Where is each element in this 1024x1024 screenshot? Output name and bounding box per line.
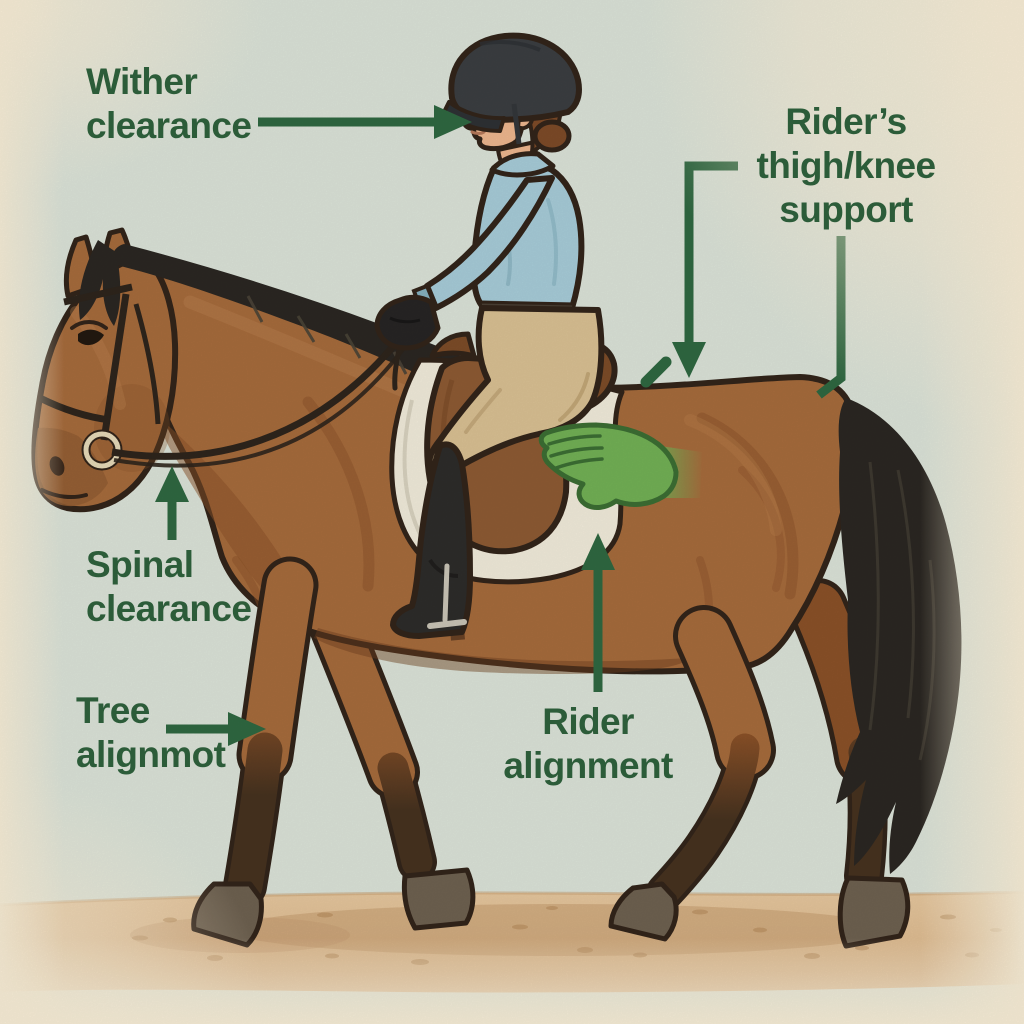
label-line: alignmot xyxy=(76,734,226,775)
label-line: clearance xyxy=(86,588,252,629)
label-riders-thigh-knee-support: Rider’s thigh/knee support xyxy=(722,100,970,232)
label-line: Tree xyxy=(76,690,150,731)
label-line: Rider’s xyxy=(785,101,907,142)
label-line: Spinal xyxy=(86,544,194,585)
label-line: clearance xyxy=(86,105,252,146)
label-line: support xyxy=(779,189,913,230)
label-spinal-clearance: Spinal clearance xyxy=(86,543,252,631)
label-line: Wither xyxy=(86,61,198,102)
label-line: thigh/knee xyxy=(756,145,936,186)
label-rider-alignment: Rider alignment xyxy=(482,700,694,788)
label-tree-alignment: Tree alignmot xyxy=(76,689,226,777)
label-line: Rider xyxy=(542,701,634,742)
label-wither-clearance: Wither clearance xyxy=(86,60,252,148)
label-line: alignment xyxy=(503,745,673,786)
